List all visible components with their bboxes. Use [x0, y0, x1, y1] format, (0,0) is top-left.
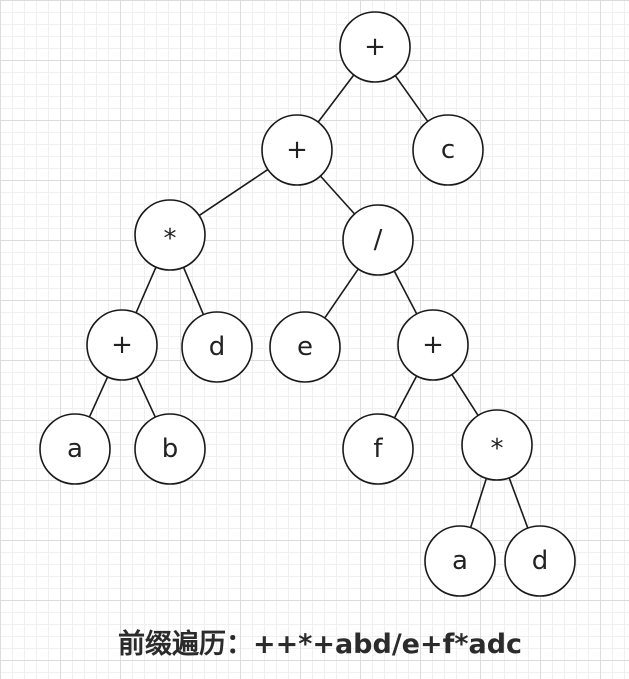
tree-edge-n2-n5 [319, 175, 356, 215]
tree-edge-n4-n6 [135, 266, 157, 314]
tree-edge-n1-n2 [317, 74, 355, 123]
node-label: c [441, 135, 455, 165]
tree-node-n13: * [461, 409, 533, 481]
node-circle [134, 199, 206, 271]
tree-node-n15: d [504, 525, 576, 597]
tree-node-n3: c [412, 114, 484, 186]
node-label: e [297, 332, 313, 362]
tree-node-n8: e [269, 311, 341, 383]
node-circle [504, 525, 576, 597]
node-circle [424, 525, 496, 597]
node-circle [339, 11, 411, 83]
tree-node-n9: + [397, 309, 469, 381]
node-circle [397, 309, 469, 381]
node-circle [342, 413, 414, 485]
tree-node-n2: + [261, 114, 333, 186]
tree-edge-n9-n12 [393, 375, 418, 419]
tree-edge-n2-n4 [198, 168, 269, 217]
tree-edge-n9-n13 [451, 374, 479, 416]
node-label: + [111, 330, 133, 360]
node-label: * [491, 434, 504, 464]
node-label: b [162, 434, 179, 464]
tree-node-n14: a [424, 525, 496, 597]
tree-nodes: + + c * / + d e + a b f * a d [39, 11, 576, 597]
node-label: + [286, 135, 308, 165]
tree-node-n4: * [134, 199, 206, 271]
tree-node-n12: f [342, 413, 414, 485]
tree-node-n1: + [339, 11, 411, 83]
tree-edges [88, 74, 529, 529]
node-label: d [532, 546, 549, 576]
node-circle [269, 311, 341, 383]
node-circle [134, 413, 206, 485]
tree-edge-n6-n10 [88, 376, 109, 418]
tree-node-n5: / [342, 204, 414, 276]
tree-edge-n1-n3 [394, 75, 429, 122]
tree-edge-n6-n11 [135, 376, 157, 418]
node-circle [412, 114, 484, 186]
tree-edge-n13-n14 [469, 478, 488, 528]
node-label: d [209, 332, 226, 362]
tree-edge-n5-n8 [324, 268, 359, 319]
node-label: f [373, 434, 383, 464]
node-circle [181, 311, 253, 383]
tree-edge-n5-n9 [393, 270, 418, 315]
tree-node-n11: b [134, 413, 206, 485]
node-label: a [67, 434, 83, 464]
node-circle [86, 309, 158, 381]
node-label: / [374, 225, 383, 255]
traversal-caption: 前缀遍历：++*+abd/e+f*adc [117, 629, 523, 660]
tree-node-n6: + [86, 309, 158, 381]
node-circle [342, 204, 414, 276]
node-label: * [164, 224, 177, 254]
tree-node-n7: d [181, 311, 253, 383]
node-label: a [452, 546, 468, 576]
tree-edge-n13-n15 [508, 477, 529, 529]
node-circle [39, 413, 111, 485]
node-label: + [422, 330, 444, 360]
node-circle [261, 114, 333, 186]
tree-node-n10: a [39, 413, 111, 485]
node-label: + [364, 32, 386, 62]
node-circle [461, 409, 533, 481]
tree-edge-n4-n7 [182, 266, 205, 316]
